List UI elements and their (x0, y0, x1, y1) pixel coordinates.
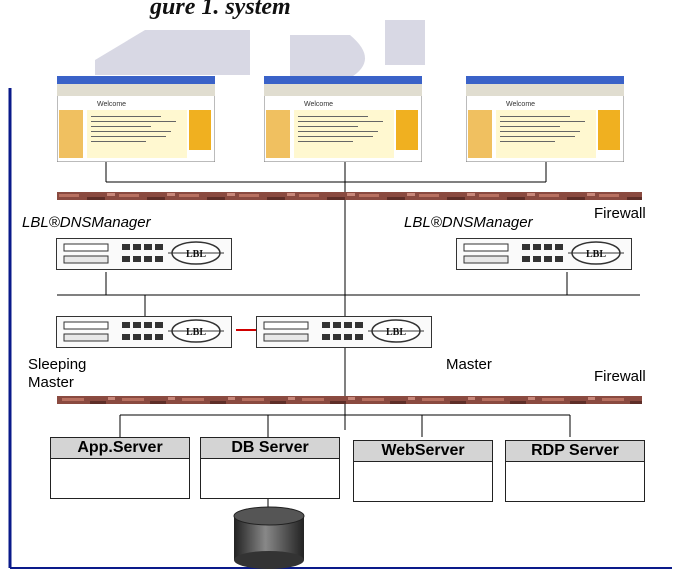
db-server-box: DB Server (200, 437, 340, 499)
database-cylinder-icon (233, 506, 305, 569)
server-label: DB Server (201, 438, 339, 459)
watermark-shape (95, 30, 250, 75)
sleeping-master-label: Sleeping Master (28, 356, 87, 391)
dnsmanager-label-right: LBL®DNSManager (404, 214, 533, 231)
rdp-server-box: RDP Server (505, 440, 645, 502)
dns-appliance-left: LBL (56, 238, 232, 270)
browser-banner: Welcome (97, 101, 126, 108)
server-label: App.Server (51, 438, 189, 459)
web-server-box: WebServer (353, 440, 493, 502)
svg-text:LBL: LBL (186, 327, 206, 338)
browser-banner: Welcome (304, 101, 333, 108)
dns-appliance-right: LBL (456, 238, 632, 270)
client-browser-3: Welcome (465, 75, 625, 163)
sleeping-master-appliance: LBL (56, 316, 232, 348)
firewall-label-top: Firewall (594, 205, 646, 222)
firewall-top-bar (57, 192, 642, 200)
figure-title: gure 1. system (150, 0, 291, 20)
server-label: WebServer (354, 441, 492, 462)
firewall-bottom-bar (57, 396, 642, 404)
server-label: RDP Server (506, 441, 644, 462)
svg-text:LBL: LBL (386, 327, 406, 338)
client-browser-1: Welcome (56, 75, 216, 163)
firewall-label-bottom: Firewall (594, 368, 646, 385)
app-server-box: App.Server (50, 437, 190, 499)
svg-text:LBL: LBL (586, 249, 606, 260)
browser-banner: Welcome (506, 101, 535, 108)
client-browser-2: Welcome (263, 75, 423, 163)
master-appliance: LBL (256, 316, 432, 348)
watermark-shape (385, 20, 425, 65)
dnsmanager-label-left: LBL®DNSManager (22, 214, 151, 231)
master-label: Master (446, 356, 492, 373)
watermark-shape (290, 35, 365, 78)
svg-text:LBL: LBL (186, 249, 206, 260)
